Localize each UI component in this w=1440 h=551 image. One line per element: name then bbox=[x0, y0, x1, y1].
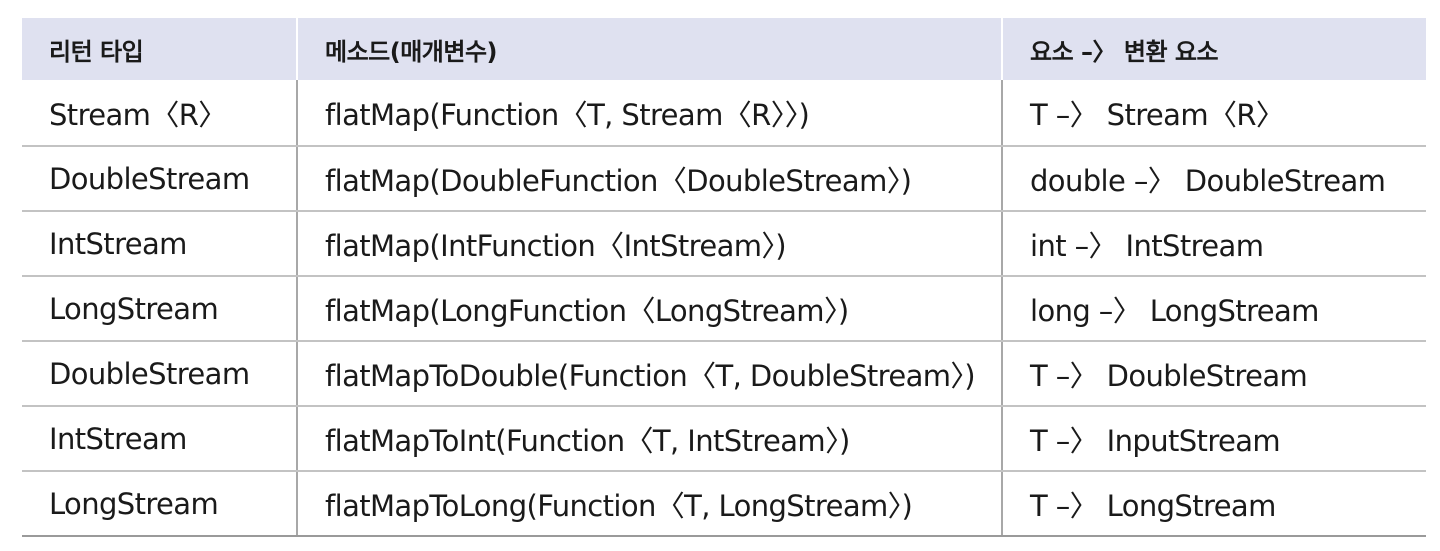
header-return-type: 리턴 타입 bbox=[49, 37, 144, 66]
cell-return-type: IntStream bbox=[22, 406, 297, 472]
cell-return-type: LongStream bbox=[22, 471, 297, 537]
flatmap-method-table: 리턴 타입 메소드(매개변수) 요소 –〉 변환 요소 Stream〈R〉 fl… bbox=[22, 18, 1426, 537]
cell-method: flatMapToLong(Function〈T, LongStream〉) bbox=[296, 471, 1002, 537]
table-row: IntStream flatMap(IntFunction〈IntStream〉… bbox=[22, 211, 1426, 277]
cell-conversion: long –〉 LongStream bbox=[1001, 276, 1426, 342]
cell-method: flatMap(LongFunction〈LongStream〉) bbox=[296, 276, 1002, 342]
method-table-container: 리턴 타입 메소드(매개변수) 요소 –〉 변환 요소 Stream〈R〉 fl… bbox=[22, 18, 1426, 537]
header-row: 리턴 타입 메소드(매개변수) 요소 –〉 변환 요소 bbox=[22, 18, 1426, 80]
cell-method: flatMap(DoubleFunction〈DoubleStream〉) bbox=[296, 146, 1002, 212]
cell-return-type: Stream〈R〉 bbox=[22, 80, 297, 147]
table-row: LongStream flatMapToLong(Function〈T, Lon… bbox=[22, 471, 1426, 537]
cell-method: flatMapToInt(Function〈T, IntStream〉) bbox=[296, 406, 1002, 472]
cell-conversion: T –〉 DoubleStream bbox=[1001, 341, 1426, 407]
cell-return-type: IntStream bbox=[22, 211, 297, 277]
table-row: Stream〈R〉 flatMap(Function〈T, Stream〈R〉〉… bbox=[22, 80, 1426, 147]
cell-return-type: LongStream bbox=[22, 276, 297, 342]
cell-conversion: T –〉 LongStream bbox=[1001, 471, 1426, 537]
cell-conversion: T –〉 Stream〈R〉 bbox=[1001, 80, 1426, 147]
cell-conversion: int –〉 IntStream bbox=[1001, 211, 1426, 277]
cell-method: flatMap(IntFunction〈IntStream〉) bbox=[296, 211, 1002, 277]
table-body: Stream〈R〉 flatMap(Function〈T, Stream〈R〉〉… bbox=[22, 80, 1426, 537]
table-header: 리턴 타입 메소드(매개변수) 요소 –〉 변환 요소 bbox=[22, 18, 1426, 80]
cell-conversion: T –〉 InputStream bbox=[1001, 406, 1426, 472]
header-element-conversion: 요소 –〉 변환 요소 bbox=[1001, 18, 1426, 80]
table-row: LongStream flatMap(LongFunction〈LongStre… bbox=[22, 276, 1426, 342]
header-method-params: 메소드(매개변수) bbox=[296, 18, 1002, 80]
cell-method: flatMapToDouble(Function〈T, DoubleStream… bbox=[296, 341, 1002, 407]
cell-return-type: DoubleStream bbox=[22, 146, 297, 212]
table-row: IntStream flatMapToInt(Function〈T, IntSt… bbox=[22, 406, 1426, 472]
table-row: DoubleStream flatMap(DoubleFunction〈Doub… bbox=[22, 146, 1426, 212]
cell-conversion: double –〉 DoubleStream bbox=[1001, 146, 1426, 212]
cell-method: flatMap(Function〈T, Stream〈R〉〉) bbox=[296, 80, 1002, 147]
cell-return-type: DoubleStream bbox=[22, 341, 297, 407]
table-row: DoubleStream flatMapToDouble(Function〈T,… bbox=[22, 341, 1426, 407]
